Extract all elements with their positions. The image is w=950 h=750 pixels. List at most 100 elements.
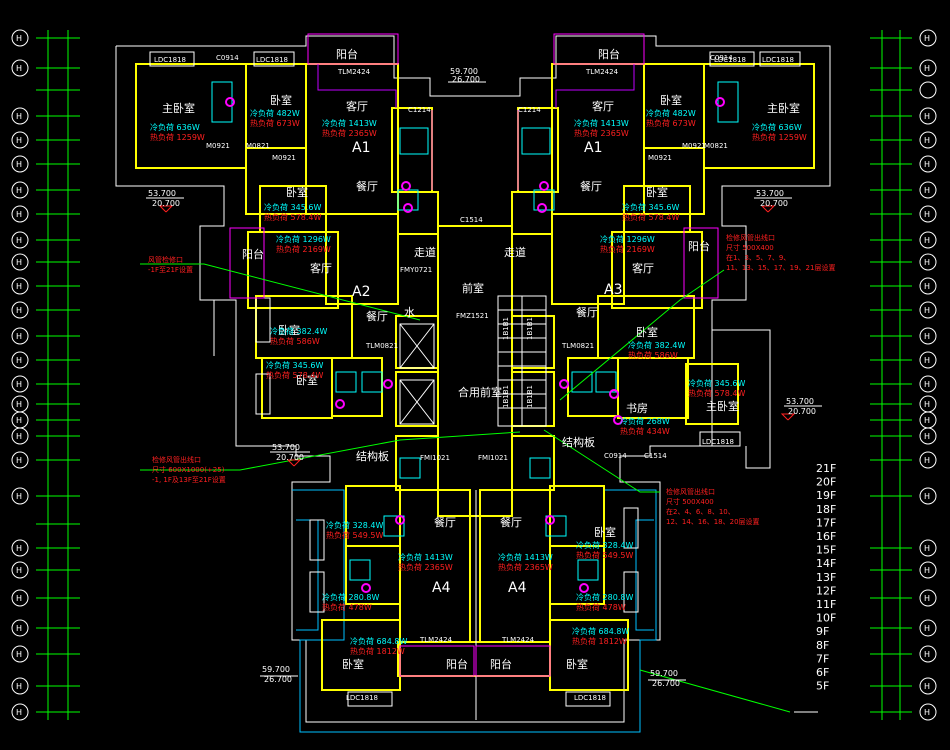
grid-label-right: H bbox=[924, 682, 930, 691]
grid-label-right: H bbox=[924, 566, 930, 575]
svg-text:尺寸 500X400: 尺寸 500X400 bbox=[666, 497, 714, 506]
room-bedroom-a3: 卧室 bbox=[636, 325, 658, 339]
room-corridor-l: 走道 bbox=[414, 245, 436, 259]
grid-label-left: H bbox=[16, 432, 22, 441]
svg-text:热负荷 578.4W: 热负荷 578.4W bbox=[266, 370, 323, 380]
grid-label-right: H bbox=[924, 456, 930, 465]
svg-text:LDC1818: LDC1818 bbox=[346, 694, 378, 702]
svg-text:热负荷 549.5W: 热负荷 549.5W bbox=[326, 530, 383, 540]
floor-label: 5F bbox=[816, 680, 829, 693]
room-well: 水 bbox=[404, 306, 415, 319]
svg-text:冷负荷 328.4W: 冷负荷 328.4W bbox=[576, 540, 633, 550]
grid-label-left: H bbox=[16, 356, 22, 365]
svg-text:冷负荷 345.6W: 冷负荷 345.6W bbox=[622, 202, 679, 212]
room-dining-a4l: 餐厅 bbox=[434, 515, 456, 529]
floor-label: 12F bbox=[816, 584, 836, 597]
svg-text:53.700: 53.700 bbox=[272, 443, 300, 452]
svg-text:冷负荷 280.8W: 冷负荷 280.8W bbox=[576, 592, 633, 602]
svg-text:C0914: C0914 bbox=[604, 452, 627, 460]
room-bedroom-a4r: 卧室 bbox=[594, 525, 616, 539]
svg-text:冷负荷 280.8W: 冷负荷 280.8W bbox=[322, 592, 379, 602]
svg-text:热负荷 2365W: 热负荷 2365W bbox=[398, 562, 453, 572]
grid-label-left: H bbox=[16, 650, 22, 659]
room-bedroom-a1l: 卧室 bbox=[270, 93, 292, 107]
svg-text:热负荷 2365W: 热负荷 2365W bbox=[322, 128, 377, 138]
svg-text:FMI1021: FMI1021 bbox=[420, 454, 450, 462]
svg-text:12、14、16、18、20层设置: 12、14、16、18、20层设置 bbox=[666, 517, 760, 526]
svg-text:热负荷 578.4W: 热负荷 578.4W bbox=[622, 212, 679, 222]
svg-text:TLM0821: TLM0821 bbox=[561, 342, 594, 350]
room-corridor-r: 走道 bbox=[504, 245, 526, 259]
grid-label-left: H bbox=[16, 682, 22, 691]
room-balcony-a4r: 阳台 bbox=[490, 657, 512, 671]
right-grid-rail bbox=[870, 30, 912, 720]
svg-text:11、13、15、17、19、21层设置: 11、13、15、17、19、21层设置 bbox=[726, 263, 835, 272]
unit-a1-left: A1 bbox=[352, 140, 370, 156]
room-dining-a2: 餐厅 bbox=[366, 309, 388, 323]
svg-text:26.700: 26.700 bbox=[652, 679, 680, 688]
duct-lines bbox=[317, 64, 635, 190]
grid-label-left: H bbox=[16, 624, 22, 633]
floor-label: 11F bbox=[816, 598, 836, 611]
unit-a2: A2 bbox=[352, 284, 370, 300]
svg-text:尺寸 600X1000(+25): 尺寸 600X1000(+25) bbox=[152, 465, 225, 474]
room-balcony-a3: 阳台 bbox=[688, 239, 710, 253]
room-living-a1r: 客厅 bbox=[592, 99, 614, 113]
room-living-a3: 客厅 bbox=[632, 261, 654, 275]
svg-text:C0914: C0914 bbox=[216, 54, 239, 62]
svg-text:热负荷 1259W: 热负荷 1259W bbox=[752, 132, 807, 142]
svg-text:冷负荷 382.4W: 冷负荷 382.4W bbox=[628, 340, 685, 350]
svg-text:M0921: M0921 bbox=[682, 142, 706, 150]
svg-text:TLM2424: TLM2424 bbox=[337, 68, 371, 76]
room-living-a2: 客厅 bbox=[310, 261, 332, 275]
svg-text:热负荷 578.4W: 热负荷 578.4W bbox=[264, 212, 321, 222]
room-dining-a3: 餐厅 bbox=[576, 305, 598, 319]
svg-text:热负荷 2169W: 热负荷 2169W bbox=[600, 244, 655, 254]
floor-label: 17F bbox=[816, 516, 836, 529]
svg-text:冷负荷 1296W: 冷负荷 1296W bbox=[600, 234, 655, 244]
grid-label-right: H bbox=[924, 650, 930, 659]
floor-label: 14F bbox=[816, 557, 836, 570]
svg-text:在1、3、5、7、9、: 在1、3、5、7、9、 bbox=[726, 253, 790, 262]
svg-text:热负荷 1259W: 热负荷 1259W bbox=[150, 132, 205, 142]
svg-text:-1F至21F设置: -1F至21F设置 bbox=[148, 265, 193, 274]
grid-label-left: H bbox=[16, 566, 22, 575]
room-labels: 主卧室 卧室 客厅 餐厅 卧室 客厅 餐厅 卧室 卧室 走道 走道 前室 合用前… bbox=[162, 47, 800, 671]
svg-text:热负荷 578.4W: 热负荷 578.4W bbox=[688, 388, 745, 398]
svg-text:53.700: 53.700 bbox=[756, 189, 784, 198]
svg-text:TLM2424: TLM2424 bbox=[585, 68, 619, 76]
room-balcony-top-l: 阳台 bbox=[336, 47, 358, 61]
svg-text:26.700: 26.700 bbox=[264, 675, 292, 684]
grid-label-left: H bbox=[16, 306, 22, 315]
floor-label: 9F bbox=[816, 625, 829, 638]
grid-label-left: H bbox=[16, 380, 22, 389]
grid-label-left: H bbox=[16, 34, 22, 43]
svg-text:20.700: 20.700 bbox=[152, 199, 180, 208]
grid-label-left: H bbox=[16, 492, 22, 501]
room-front: 前室 bbox=[462, 281, 484, 295]
floor-label: 15F bbox=[816, 544, 836, 557]
grid-label-left: H bbox=[16, 258, 22, 267]
svg-text:冷负荷 1413W: 冷负荷 1413W bbox=[398, 552, 453, 562]
left-grid-rail bbox=[36, 30, 80, 720]
leader-lines bbox=[140, 263, 791, 713]
svg-text:20.700: 20.700 bbox=[788, 407, 816, 416]
svg-text:59.700: 59.700 bbox=[650, 669, 678, 678]
svg-text:M0921: M0921 bbox=[272, 154, 296, 162]
svg-text:M0821: M0821 bbox=[704, 142, 728, 150]
grid-label-right: H bbox=[924, 544, 930, 553]
svg-text:TLM0821: TLM0821 bbox=[365, 342, 398, 350]
room-slab-l: 结构板 bbox=[356, 449, 389, 463]
grid-label-right: H bbox=[924, 306, 930, 315]
svg-text:LDC1818: LDC1818 bbox=[154, 56, 186, 64]
svg-text:TLM2424: TLM2424 bbox=[501, 636, 535, 644]
room-bedroom-a4r-c: 卧室 bbox=[566, 657, 588, 671]
grid-label-right: H bbox=[924, 186, 930, 195]
